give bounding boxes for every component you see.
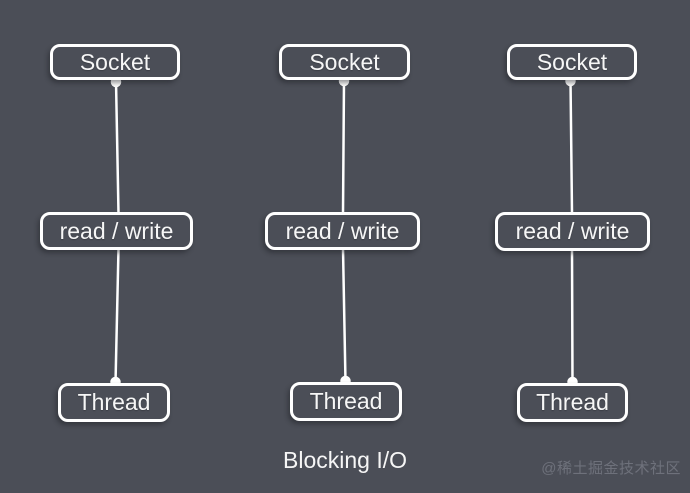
socket-box-1: Socket	[50, 44, 180, 80]
connector-line	[569, 78, 574, 215]
socket-box-3: Socket	[507, 44, 637, 80]
thread-box-3: Thread	[517, 383, 628, 422]
read-write-box-1: read / write	[40, 212, 193, 250]
thread-box-1: Thread	[58, 383, 170, 422]
connector-line	[570, 248, 574, 385]
read-write-box-2: read / write	[265, 212, 420, 250]
thread-box-2: Thread	[290, 382, 402, 421]
connector-line	[341, 78, 346, 215]
watermark-text: @稀土掘金技术社区	[541, 460, 681, 477]
diagram-caption: Blocking I/O	[283, 447, 407, 473]
socket-box-2: Socket	[279, 44, 410, 80]
connector-line	[341, 247, 347, 384]
read-write-box-3: read / write	[495, 212, 650, 251]
connector-line	[114, 247, 120, 385]
connector-line	[114, 79, 120, 215]
